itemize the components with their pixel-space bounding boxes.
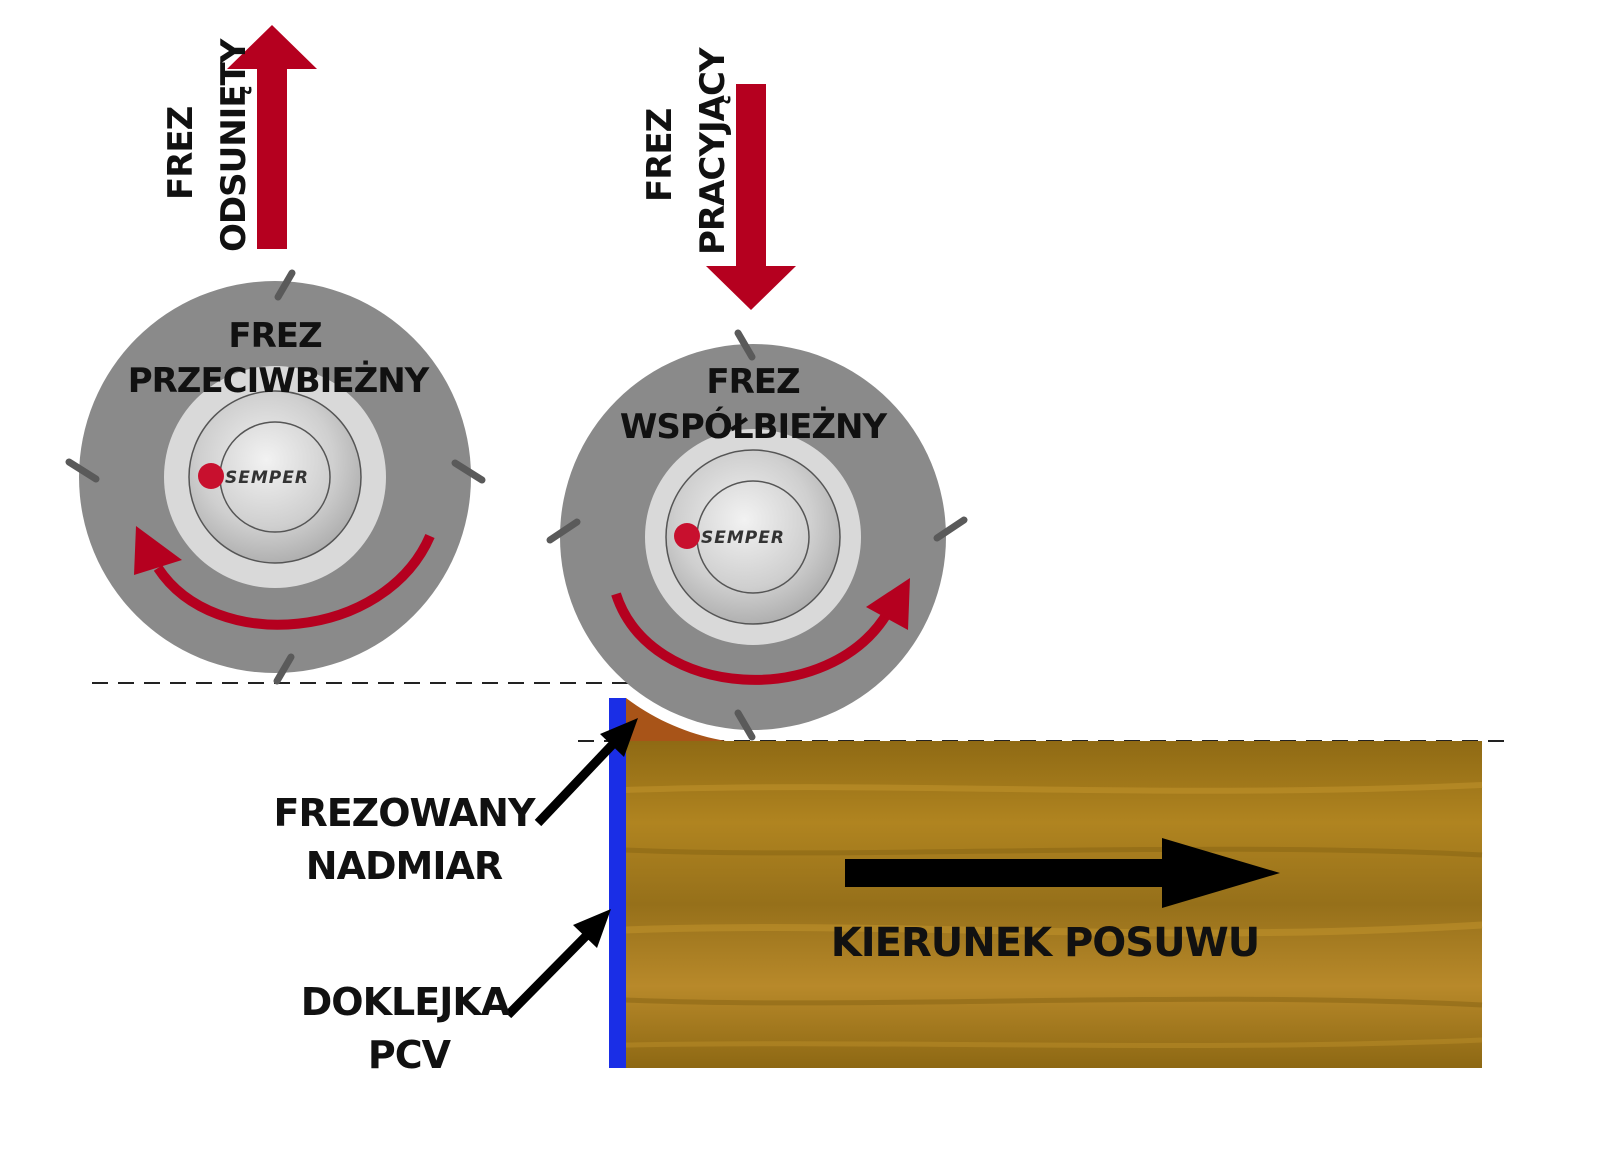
left-cutter-logo: SEMPER xyxy=(198,463,309,489)
feed-direction-label: KIERUNEK POSUWU xyxy=(831,920,1259,966)
retract-arrow-up xyxy=(227,25,317,249)
pcv-edge-band xyxy=(609,698,626,1068)
left-rotation-arrowhead xyxy=(134,526,182,575)
work-arrow-down xyxy=(706,84,796,310)
svg-text:SEMPER: SEMPER xyxy=(701,528,785,548)
feed-direction-arrow xyxy=(845,838,1280,908)
right-direction-line1: FREZ xyxy=(640,108,680,202)
left-cutter-name-line2: PRZECIWBIEŻNY xyxy=(128,360,430,401)
right-cutter-logo: SEMPER xyxy=(674,523,785,549)
left-direction-line2: ODSUNIĘTY xyxy=(214,38,254,252)
right-cutter: SEMPER FREZ WSPÓŁBIEŻNY xyxy=(546,329,968,741)
right-cutter-name-line1: FREZ xyxy=(706,362,800,402)
excess-label-line1: FREZOWANY xyxy=(274,791,536,835)
excess-callout-arrow xyxy=(534,718,638,827)
svg-text:SEMPER: SEMPER xyxy=(225,468,309,488)
right-direction-line2: PRACYJĄCY xyxy=(693,47,733,255)
left-direction-line1: FREZ xyxy=(161,106,201,200)
band-label-line2: PCV xyxy=(368,1033,452,1077)
left-cutter: SEMPER FREZ PRZECIWBIEŻNY xyxy=(65,269,486,685)
band-callout-arrow xyxy=(504,909,611,1019)
right-cutter-knives xyxy=(546,329,968,741)
left-cutter-name-line1: FREZ xyxy=(228,316,322,356)
wood-board xyxy=(625,741,1483,1068)
milled-excess xyxy=(626,698,726,741)
right-cutter-name-line2: WSPÓŁBIEŻNY xyxy=(620,406,888,447)
left-rotation-arrow xyxy=(153,534,435,630)
excess-label-line2: NADMIAR xyxy=(306,844,503,888)
left-cutter-knives xyxy=(65,269,486,685)
band-label-line1: DOKLEJKA xyxy=(301,980,511,1024)
right-rotation-arrow xyxy=(611,592,893,685)
right-rotation-arrowhead xyxy=(866,578,910,630)
